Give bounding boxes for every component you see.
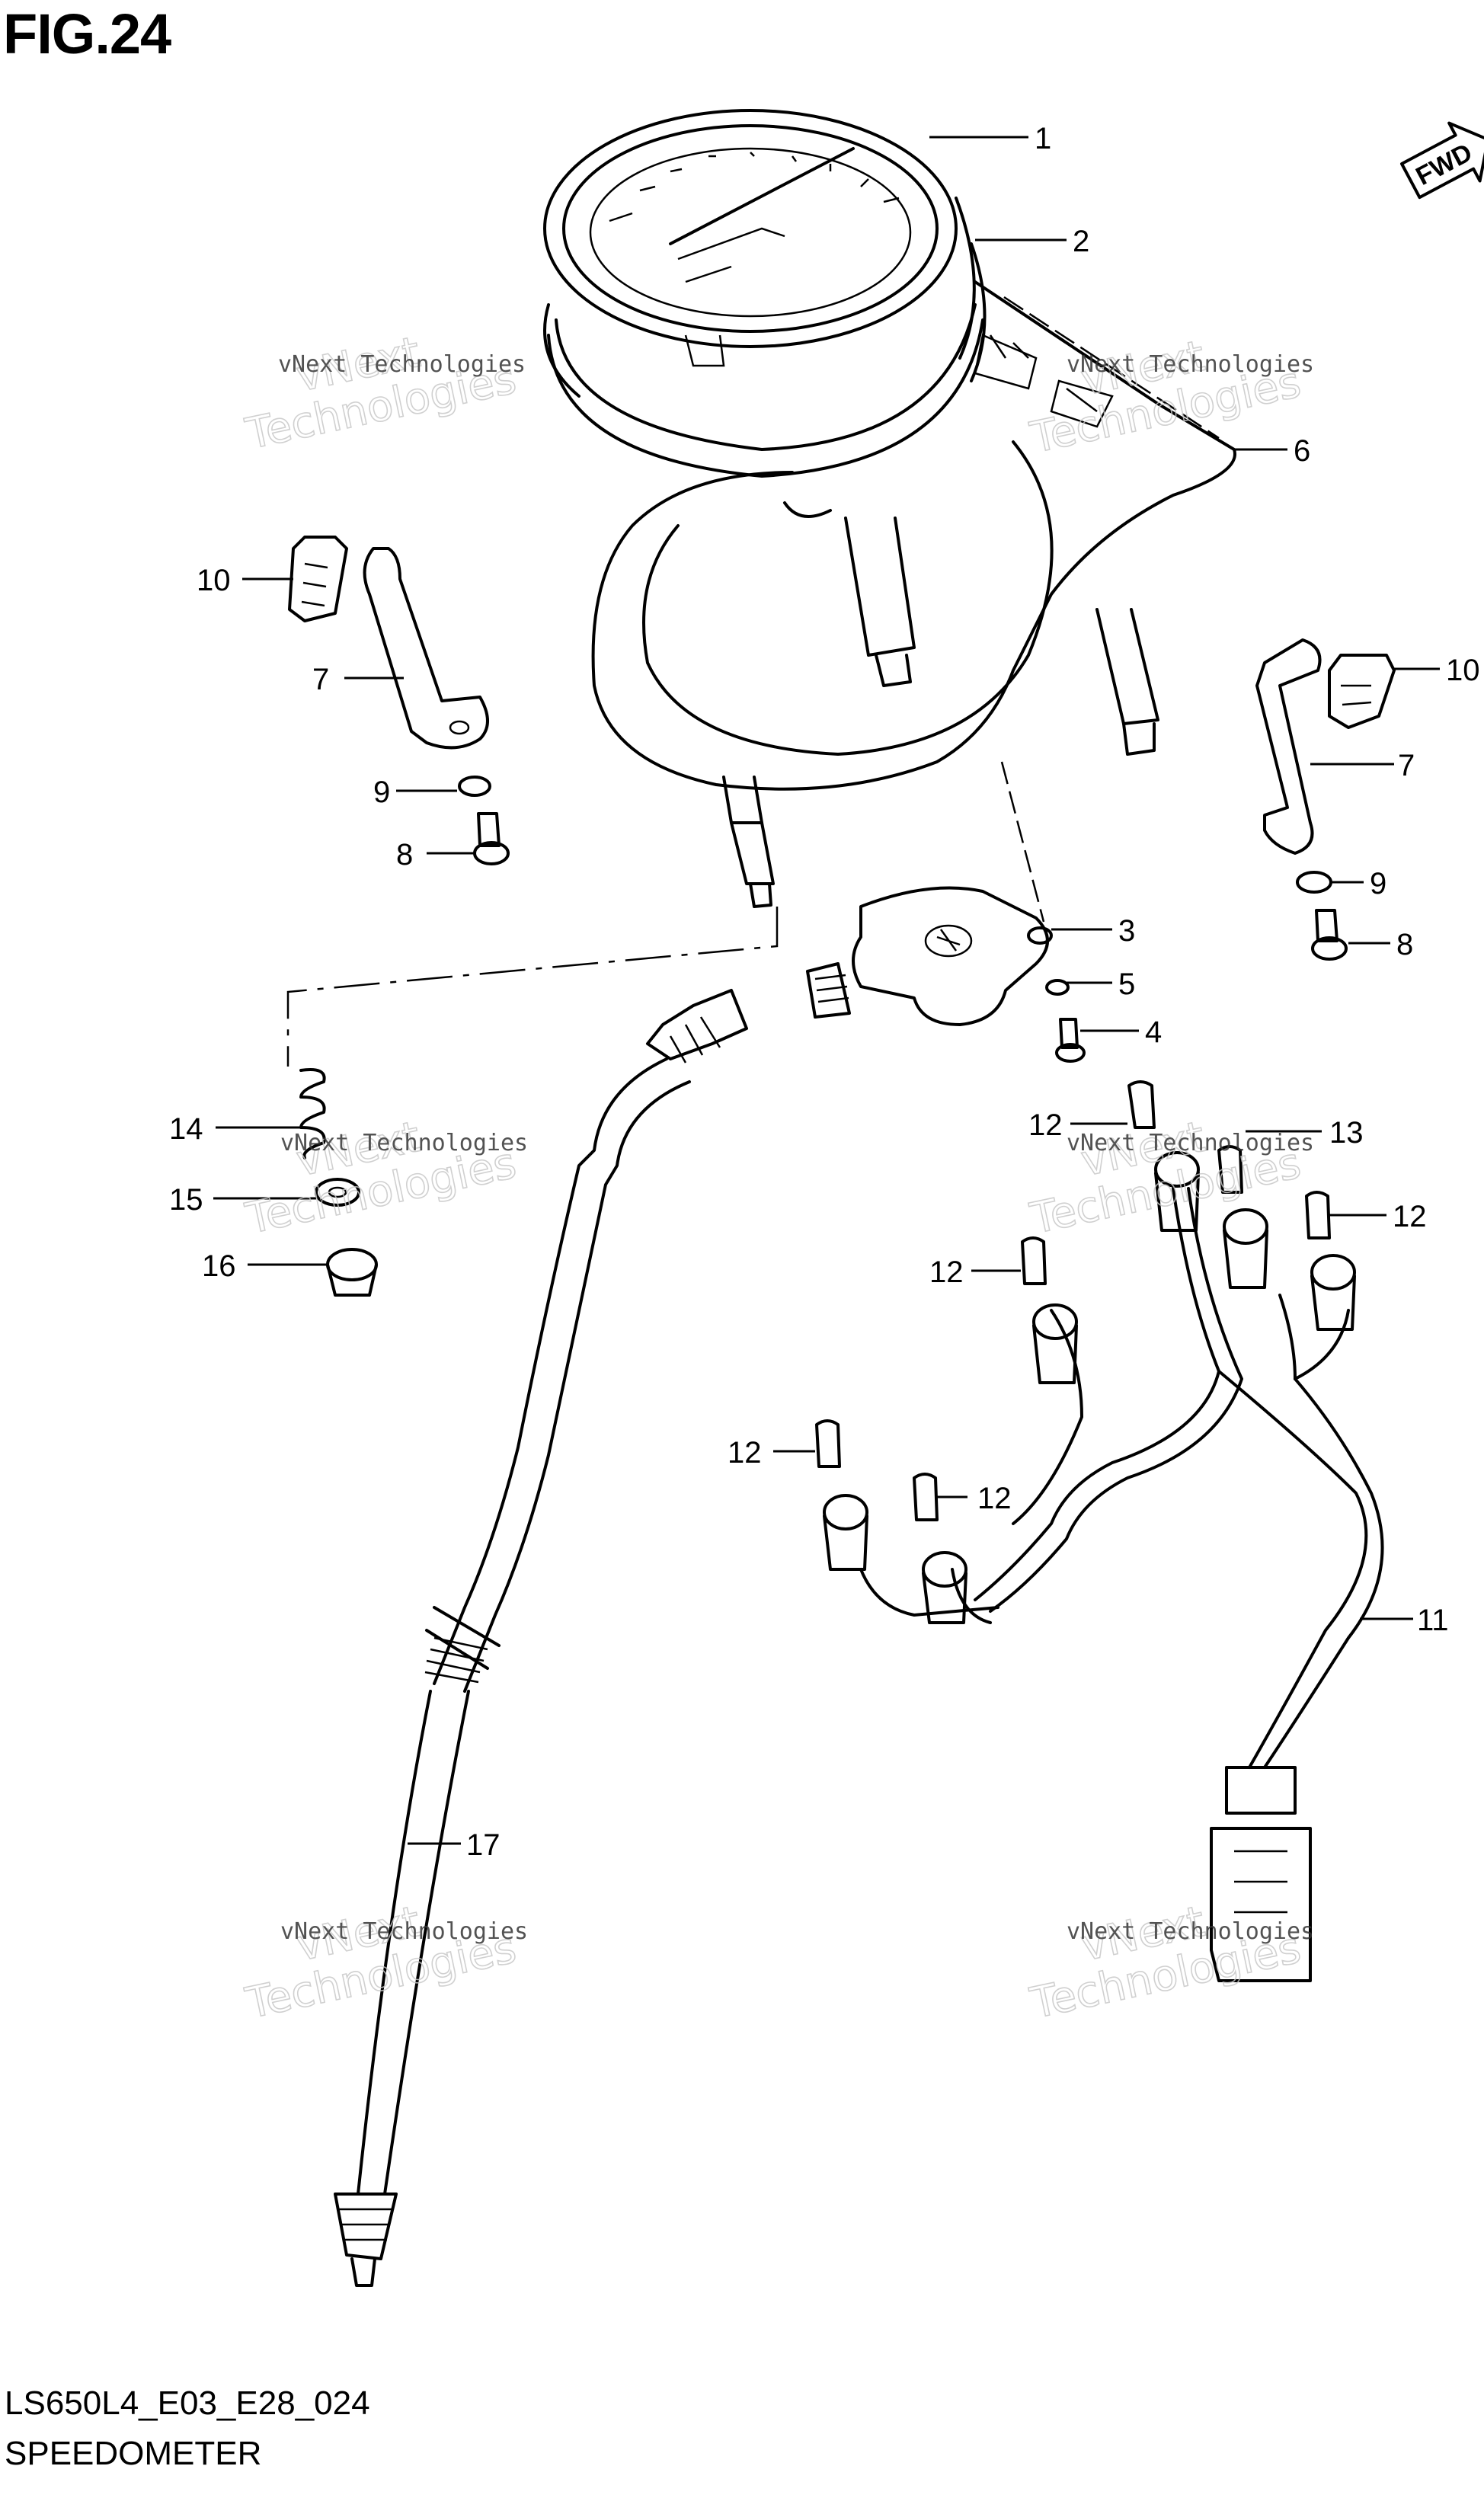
callout-15: 15: [169, 1183, 203, 1217]
callout-12: 12: [1393, 1200, 1427, 1233]
speedometer-meter: [543, 109, 984, 518]
watermark-small: vNext Technologies: [1067, 351, 1314, 378]
screw-right: [1311, 909, 1348, 961]
washer-15: [315, 1178, 360, 1207]
leader-lines: [213, 136, 1440, 1845]
bulb-12: [913, 1473, 939, 1521]
watermark-small: vNext Technologies: [1067, 1130, 1314, 1156]
callout-8: 8: [1396, 928, 1413, 961]
callout-numbers: 1 2 6 10 7 9 8 10 7 9 8 3 5 4 14 15 16 1…: [169, 122, 1480, 1862]
meter-cover: [591, 280, 1236, 791]
callout-3: 3: [1118, 914, 1135, 948]
callout-8: 8: [396, 838, 413, 872]
assembly-line-3: [1003, 296, 1220, 440]
clamp-left: [288, 536, 348, 622]
fwd-arrow-icon: FWD: [1400, 121, 1484, 200]
callout-5: 5: [1118, 968, 1135, 1001]
watermarks: vNext Technologies vNext Technologies vN…: [241, 327, 1314, 2029]
callout-11: 11: [1417, 1604, 1449, 1637]
bulb-socket: [922, 1551, 967, 1624]
callout-1: 1: [1035, 122, 1051, 155]
callout-7: 7: [1398, 749, 1415, 782]
clamp-right: [1328, 654, 1396, 729]
figure-name: SPEEDOMETER: [5, 2435, 262, 2472]
watermark-small: vNext Technologies: [278, 351, 526, 378]
callout-10: 10: [197, 564, 231, 597]
screw-left: [473, 812, 510, 865]
meter-studs: [722, 517, 1159, 908]
watermark-small: vNext Technologies: [280, 1130, 528, 1156]
bulb-socket: [1154, 1151, 1200, 1232]
grommet-16: [326, 1248, 378, 1297]
bulb-12: [1305, 1191, 1331, 1239]
callout-10: 10: [1446, 654, 1480, 687]
harness-connector: [1210, 1766, 1312, 1982]
callout-9: 9: [373, 776, 390, 809]
bulb-socket: [823, 1494, 868, 1571]
callout-17: 17: [466, 1828, 501, 1862]
washer-left: [458, 776, 491, 797]
figure-code: LS650L4_E03_E28_024: [5, 2384, 370, 2422]
callout-12: 12: [1028, 1108, 1063, 1142]
bulb-12: [1127, 1080, 1156, 1129]
callout-7: 7: [312, 663, 329, 696]
bulb-socket: [1223, 1208, 1268, 1289]
callout-12: 12: [728, 1436, 762, 1470]
washer-15-hole: [328, 1186, 347, 1198]
bulb-13: [1217, 1145, 1243, 1194]
speedometer-cable: [334, 989, 748, 2287]
callout-14: 14: [169, 1112, 203, 1146]
screw-4: [1055, 1018, 1086, 1063]
callout-16: 16: [202, 1249, 236, 1283]
spring-14: [299, 1068, 326, 1159]
callout-9: 9: [1370, 867, 1386, 900]
bulb-socket: [1310, 1254, 1356, 1331]
callout-2: 2: [1073, 225, 1089, 258]
assembly-line-2: [1000, 761, 1045, 923]
callout-4: 4: [1145, 1016, 1162, 1049]
bulbs: [815, 1080, 1331, 1521]
washer-right: [1296, 871, 1332, 894]
bulb-12: [1021, 1236, 1047, 1285]
wiring-harness: [823, 1151, 1384, 1982]
callout-12: 12: [929, 1255, 964, 1289]
bracket-right: [1255, 638, 1322, 855]
bracket-left: [363, 547, 489, 750]
figure-title: FIG.24: [3, 2, 171, 66]
watermark-small: vNext Technologies: [1067, 1918, 1314, 1945]
bulb-socket: [1032, 1303, 1078, 1384]
callout-6: 6: [1294, 434, 1310, 468]
watermark-small: vNext Technologies: [280, 1918, 528, 1945]
washer-5: [1045, 979, 1070, 996]
bulb-12: [815, 1419, 841, 1468]
callout-13: 13: [1329, 1116, 1364, 1150]
assembly-line: [286, 907, 779, 1067]
callout-12: 12: [977, 1482, 1012, 1515]
drive-box: [806, 886, 1053, 1026]
